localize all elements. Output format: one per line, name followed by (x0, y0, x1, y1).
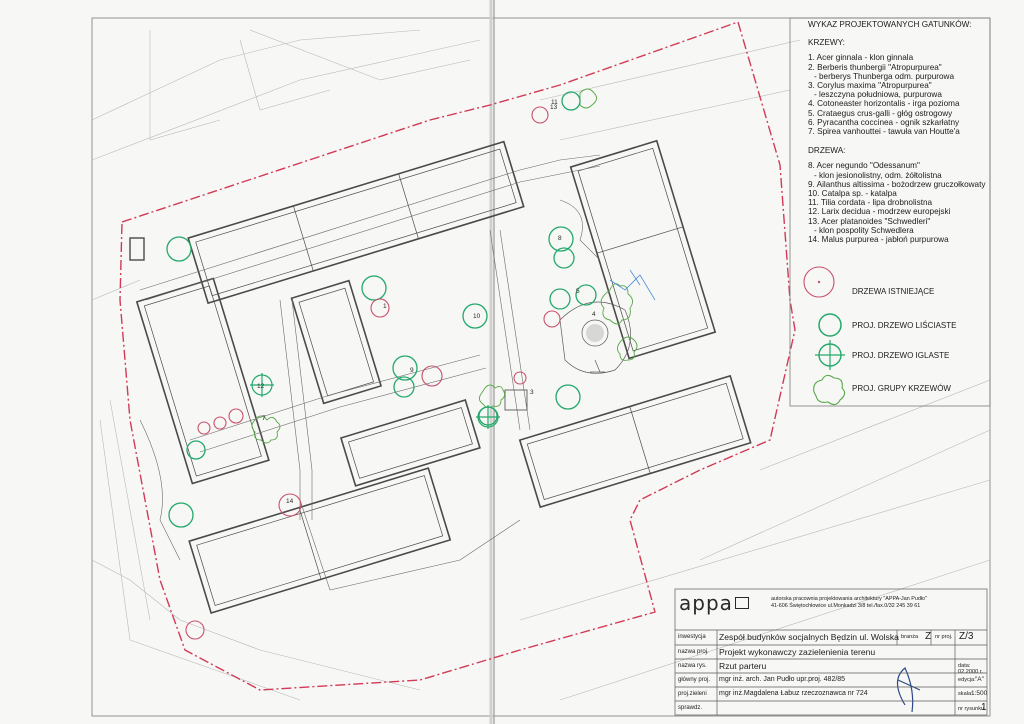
list-item: 11. Tilia cordata - lipa drobnolistna (808, 198, 933, 208)
list-item: 1. Acer ginnala - klon ginnala (808, 53, 914, 63)
conifer-trees (250, 373, 500, 429)
scale-value: 1:500 (971, 690, 988, 697)
logo-square-icon (735, 597, 749, 609)
row-value: mgr inż. arch. Jan Pudło upr.proj. 482/8… (719, 676, 846, 683)
row-label: sprawdz. (678, 705, 703, 711)
trees-list: 8. Acer negundo "Odessanum"- klon jesion… (808, 161, 988, 244)
tree-number: 9 (410, 367, 414, 374)
tree-number: 4 (592, 311, 596, 318)
tree-number: 14 (286, 498, 294, 505)
scale-label: skala: (958, 691, 973, 697)
list-item: 10. Catalpa sp. - katalpa (808, 189, 897, 199)
drawing-number-label: nr rysunku (958, 706, 985, 712)
legend-label-deciduous: PROJ. DRZEWO LIŚCIASTE (852, 321, 957, 330)
deciduous-trees (166, 91, 597, 528)
tree-number: 7 (262, 415, 266, 422)
row-value: Projekt wykonawczy zazielenienia terenu (719, 647, 876, 657)
row-label: nazwa rys. (678, 663, 707, 669)
list-item: 6. Pyracantha coccinea - ognik szkarłatn… (808, 117, 960, 127)
shrubs-list: 1. Acer ginnala - klon ginnala 2. Berber… (808, 53, 988, 136)
list-item: 8. Acer negundo "Odessanum"- klon jesion… (808, 161, 942, 180)
existing-trees (185, 106, 561, 640)
drawing-number-value: 1 (981, 702, 987, 713)
row-investment: inwestycja Zespół budynków socjalnych Bę… (675, 630, 987, 644)
utility-lines (609, 269, 656, 301)
tree-number: 1 (383, 303, 387, 310)
species-list: WYKAZ PROJEKTOWANYCH GATUNKÓW: KRZEWY: 1… (808, 20, 988, 244)
row-value: mgr inż.Magdalena Łabuz rzeczoznawca nr … (719, 690, 868, 697)
tree-number: 5 (576, 288, 580, 295)
species-heading: WYKAZ PROJEKTOWANYCH GATUNKÓW: (808, 20, 972, 29)
list-item: 7. Spirea vanhouttei - tawuła van Houtte… (808, 127, 960, 137)
title-block-grid (674, 588, 988, 716)
list-item: 13. Acer platanoides "Schwedleri"- klon … (808, 216, 931, 235)
row-checked: sprawdz. nr rysunku 1 (675, 701, 987, 715)
legend-label-conifer: PROJ. DRZEWO IGLASTE (852, 351, 950, 360)
tree-number: 10 (473, 313, 481, 320)
tree-number-labels: 11 8 13 1 14 10 9 12 3 5 7 4 (257, 99, 596, 505)
list-item: 12. Larix decidua - modrzew europejski (808, 207, 951, 217)
row-label: proj.zieleni (678, 691, 707, 697)
signature-icon (896, 667, 921, 713)
courtyard-feature (504, 301, 631, 411)
title-block: appa autorska pracownia projektowania ar… (675, 589, 987, 715)
walkways (139, 154, 601, 591)
firm-logo: appa (679, 591, 733, 615)
row-label: inwestycja (678, 634, 706, 640)
list-item: 14. Malus purpurea - jabłoń purpurowa (808, 235, 949, 245)
row-chief-designer: główny proj. mgr inż. arch. Jan Pudło up… (675, 673, 987, 687)
plot-boundary (119, 21, 796, 691)
branza-value: Z (925, 631, 932, 642)
branza-label: branża (901, 634, 919, 640)
firm-name: autorska pracownia projektowania archite… (771, 596, 927, 602)
row-value: Rzut parteru (719, 661, 767, 671)
date-label: data: 02.2000 r. (958, 663, 983, 675)
list-item: 3. Corylus maxima "Atropurpurea"- leszcz… (808, 81, 942, 100)
shrub-groups (251, 88, 638, 444)
buildings (129, 139, 752, 614)
shrub-group-symbol-icon (813, 374, 846, 406)
legend-label-existing: DRZEWA ISTNIEJĄCE (852, 287, 935, 296)
survey-lines (91, 29, 991, 701)
project-number-value: Z/3 (959, 631, 974, 642)
list-item: 9. Ailanthus altissima - bożodrzew grucz… (808, 179, 986, 189)
legend-label-shrubs: PROJ. GRUPY KRZEWÓW (852, 384, 951, 393)
legend-symbols (803, 266, 846, 406)
legend-frame (789, 17, 991, 407)
tree-number: 11 (551, 99, 558, 106)
project-number-label: nr proj. (935, 634, 953, 640)
row-drawing-name: nazwa rys. Rzut parteru data: 02.2000 r. (675, 659, 987, 675)
firm-address: 41-606 Świętochłowice ul.Monkadzi 3/8 te… (771, 602, 921, 609)
tree-number: 3 (530, 389, 534, 396)
edition-value: "A" (975, 676, 984, 683)
tree-number: 13 (550, 104, 558, 111)
row-value: Zespół budynków socjalnych Będzin ul. Wo… (719, 632, 899, 642)
tree-number: 8 (558, 235, 562, 242)
list-item: 4. Cotoneaster horizontalis - irga pozio… (808, 99, 960, 109)
trees-heading: DRZEWA: (808, 146, 846, 156)
list-item: 2. Berberis thunbergii "Atropurpurea"- b… (808, 62, 955, 81)
row-project-name: nazwa proj. Projekt wykonawczy zazieleni… (675, 645, 987, 659)
existing-tree-symbol-icon (803, 266, 835, 298)
row-greenery-designer: proj.zieleni mgr inż.Magdalena Łabuz rze… (675, 687, 987, 701)
row-label: główny proj. (678, 677, 711, 683)
row-label: nazwa proj. (678, 649, 709, 655)
shrubs-heading: KRZEWY: (808, 38, 845, 48)
list-item: 5. Crataegus crus-galli - głóg ostrogowy (808, 108, 953, 118)
deciduous-tree-symbol-icon (818, 313, 842, 337)
firm-info: autorska pracownia projektowania archite… (771, 596, 971, 609)
tree-number: 12 (257, 383, 265, 390)
edition-label: edycja: (958, 677, 976, 683)
